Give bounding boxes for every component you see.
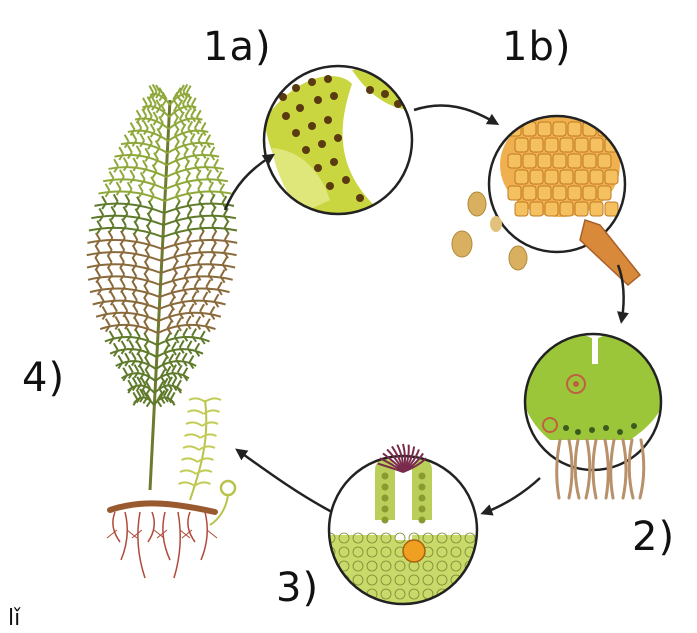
stage-label-1a: 1a) bbox=[203, 27, 272, 67]
young-frond-pinnae bbox=[179, 398, 222, 486]
stage-label-3: 3) bbox=[276, 568, 319, 608]
arrow-1a-to-1b bbox=[414, 106, 494, 122]
stage-label-1b: 1b) bbox=[502, 27, 571, 67]
fern-plant-icon bbox=[87, 84, 237, 578]
arrow-4-to-1a bbox=[225, 157, 270, 210]
archegonium-icon bbox=[320, 444, 490, 615]
arrow-3-to-4 bbox=[240, 452, 332, 512]
stage-label-2: 2) bbox=[632, 517, 675, 557]
corner-mark: lǐ bbox=[8, 606, 20, 631]
sori-closeup-icon bbox=[264, 66, 412, 220]
arrow-2-to-3 bbox=[486, 478, 540, 512]
fern-roots bbox=[107, 512, 217, 578]
sporangium-icon bbox=[452, 113, 640, 285]
prothallus-icon bbox=[519, 332, 670, 498]
stage-label-4: 4) bbox=[22, 358, 65, 398]
